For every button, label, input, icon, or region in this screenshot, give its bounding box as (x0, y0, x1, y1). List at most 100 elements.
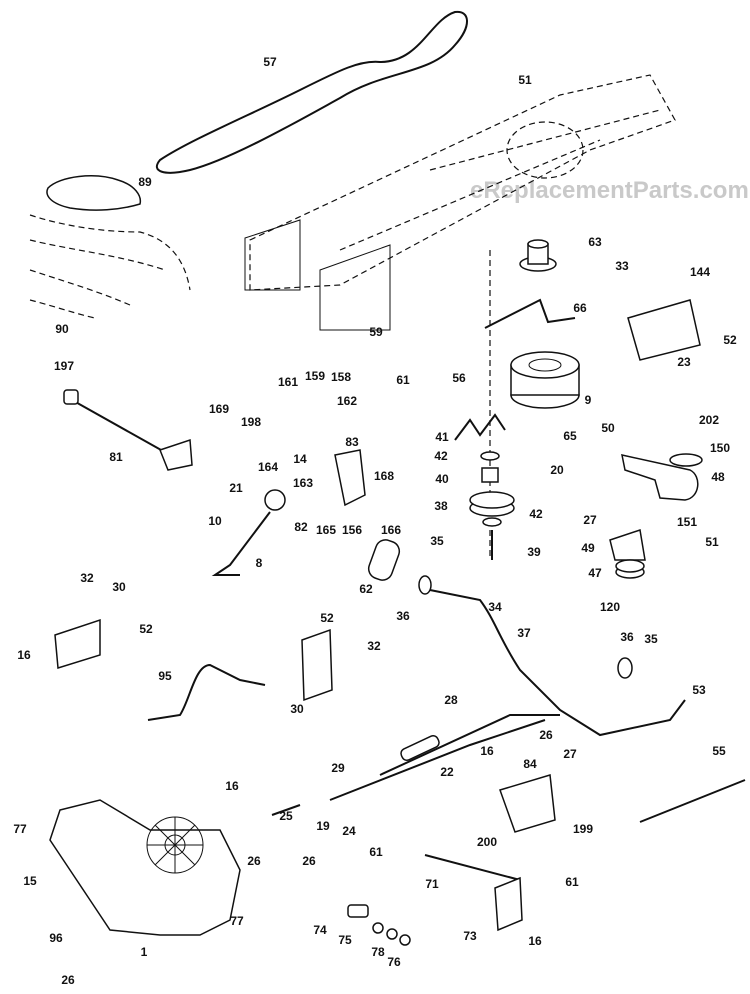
callout-35: 35 (430, 534, 444, 548)
callout-41: 41 (435, 430, 449, 444)
callout-16: 16 (225, 779, 239, 793)
washer-36 (617, 657, 633, 679)
bracket-23 (627, 299, 701, 361)
spring-55 (639, 779, 746, 823)
cross-shaft-34 (418, 575, 686, 737)
callout-159: 159 (305, 369, 325, 383)
callout-76: 76 (387, 955, 401, 969)
brake-lever-8 (211, 489, 286, 576)
callout-33: 33 (615, 259, 629, 273)
callout-56: 56 (452, 371, 466, 385)
callout-37: 37 (517, 626, 531, 640)
rod-95 (147, 663, 266, 721)
callout-19: 19 (316, 819, 330, 833)
callout-36: 36 (620, 630, 634, 644)
callout-150: 150 (710, 441, 730, 455)
callout-83: 83 (345, 435, 359, 449)
callout-8: 8 (256, 556, 263, 570)
bracket-30-lower (301, 628, 333, 702)
callout-200: 200 (477, 835, 497, 849)
callout-53: 53 (692, 683, 706, 697)
pulley-38 (469, 491, 515, 517)
callout-52: 52 (320, 611, 334, 625)
callout-40: 40 (435, 472, 449, 486)
callout-22: 22 (440, 765, 454, 779)
callout-55: 55 (712, 744, 726, 758)
callout-16: 16 (480, 744, 494, 758)
callout-61: 61 (369, 845, 383, 859)
idler-arm-48 (621, 454, 699, 501)
callout-151: 151 (677, 515, 697, 529)
callout-77: 77 (13, 822, 27, 836)
callout-50: 50 (601, 421, 615, 435)
callout-166: 166 (381, 523, 401, 537)
callout-14: 14 (293, 452, 307, 466)
fender-outline (29, 214, 191, 319)
callout-74: 74 (313, 923, 327, 937)
callout-73: 73 (463, 929, 477, 943)
callout-49: 49 (581, 541, 595, 555)
callout-26: 26 (302, 854, 316, 868)
callout-16: 16 (17, 648, 31, 662)
frame-hole (506, 121, 584, 179)
callout-96: 96 (49, 931, 63, 945)
callout-161: 161 (278, 375, 298, 389)
callout-48: 48 (711, 470, 725, 484)
callout-42: 42 (529, 507, 543, 521)
callout-156: 156 (342, 523, 362, 537)
callout-57: 57 (263, 55, 277, 69)
watermark: eReplacementParts.com (470, 177, 749, 204)
callout-62: 62 (359, 582, 373, 596)
callout-9: 9 (585, 393, 592, 407)
washer-42b (482, 517, 502, 527)
transaxle-1 (49, 799, 241, 936)
hardware-stack-74-76 (347, 904, 411, 946)
callout-52: 52 (723, 333, 737, 347)
callout-144: 144 (690, 265, 710, 279)
callout-25: 25 (279, 809, 293, 823)
callout-39: 39 (527, 545, 541, 559)
pulley-150 (669, 453, 703, 467)
rod-29 (400, 735, 440, 761)
callout-52: 52 (139, 622, 153, 636)
idler-pulley-63 (519, 239, 557, 272)
callout-162: 162 (337, 394, 357, 408)
callout-34: 34 (488, 600, 502, 614)
callout-163: 163 (293, 476, 313, 490)
callout-32: 32 (80, 571, 94, 585)
callout-24: 24 (342, 824, 356, 838)
bracket-165 (334, 449, 366, 507)
callout-1: 1 (141, 945, 148, 959)
rod-22 (329, 719, 546, 801)
callout-26: 26 (539, 728, 553, 742)
frame-outline (249, 74, 676, 291)
callout-158: 158 (331, 370, 351, 384)
callout-29: 29 (331, 761, 345, 775)
callout-16: 16 (528, 934, 542, 948)
callout-27: 27 (563, 747, 577, 761)
callout-15: 15 (23, 874, 37, 888)
washer-42a (480, 451, 500, 461)
bracket-49 (609, 529, 646, 561)
rod-28 (379, 714, 560, 776)
callout-27: 27 (583, 513, 597, 527)
callout-197: 197 (54, 359, 74, 373)
callout-61: 61 (396, 373, 410, 387)
callout-10: 10 (208, 514, 222, 528)
callout-26: 26 (61, 973, 75, 987)
callout-59: 59 (369, 325, 383, 339)
spring-25 (271, 804, 301, 816)
callout-90: 90 (55, 322, 69, 336)
callout-89: 89 (138, 175, 152, 189)
callout-51: 51 (705, 535, 719, 549)
callout-35: 35 (644, 632, 658, 646)
callout-81: 81 (109, 450, 123, 464)
callout-21: 21 (229, 481, 243, 495)
callout-84: 84 (523, 757, 537, 771)
callout-32: 32 (367, 639, 381, 653)
callout-63: 63 (588, 235, 602, 249)
callout-28: 28 (444, 693, 458, 707)
callout-38: 38 (434, 499, 448, 513)
bracket-30-upper (54, 618, 101, 669)
